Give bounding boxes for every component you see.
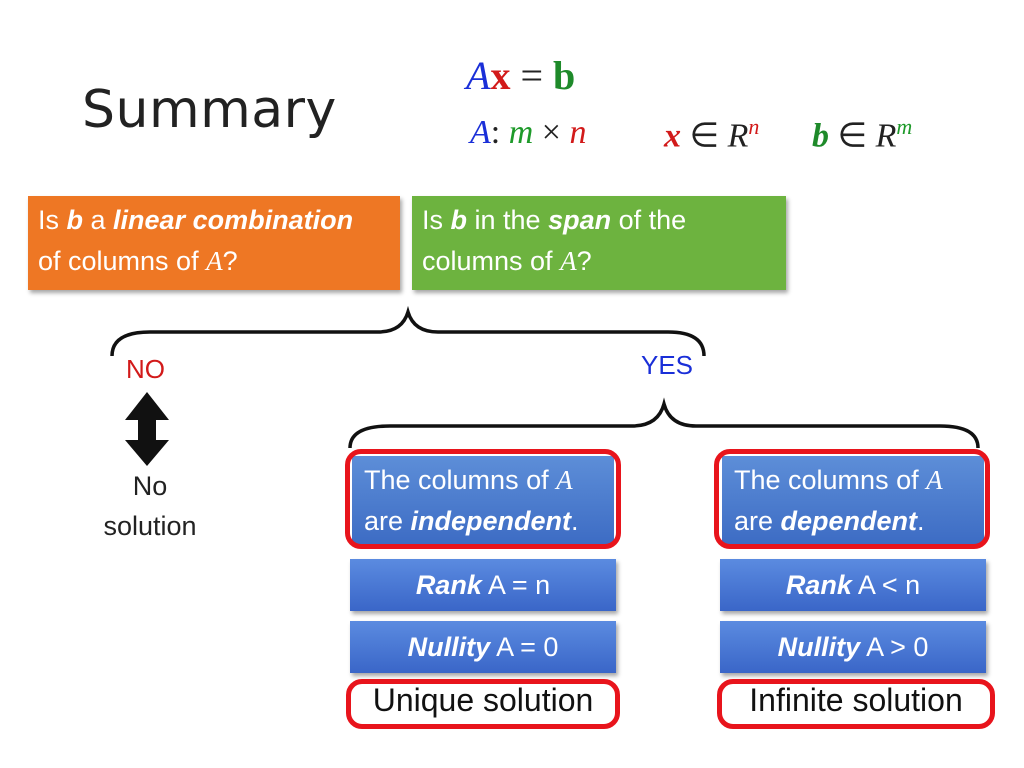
indep-line1: The columns of A xyxy=(364,460,602,501)
dimension-statement: A: m × n xyxy=(470,114,586,152)
dims-m: m xyxy=(508,114,534,151)
span-text4: columns of xyxy=(422,246,561,276)
dep-line2: are dependent. xyxy=(734,501,972,542)
infinite-solution-label: Infinite solution xyxy=(749,682,963,718)
nullity-left-emph: Nullity xyxy=(407,632,491,662)
indep-emph: independent xyxy=(410,506,572,536)
lin-text2: a xyxy=(83,205,114,235)
dep-end: . xyxy=(917,506,925,536)
span-line2: columns of A? xyxy=(422,241,776,282)
nullity-right-rest: A > 0 xyxy=(860,632,929,662)
rank-right-bar: Rank A < n xyxy=(720,559,986,611)
dep-A: A xyxy=(926,465,943,495)
rank-left-bar: Rank A = n xyxy=(350,559,616,611)
x-R: R xyxy=(727,117,749,155)
b-symbol: b xyxy=(812,117,829,155)
span-line1: Is b in the span of the xyxy=(422,200,776,241)
eq-equals: = xyxy=(520,53,543,98)
span-b: b xyxy=(450,205,468,235)
linear-combination-question: Is b a linear combination of columns of … xyxy=(28,196,400,290)
eq-b: b xyxy=(553,53,576,98)
no-solution-line1: No xyxy=(132,471,168,501)
span-text1: Is xyxy=(422,205,451,235)
dep-text1: The columns of xyxy=(734,465,927,495)
no-solution-line2: solution xyxy=(103,511,197,541)
dep-line1: The columns of A xyxy=(734,460,972,501)
top-curly-brace xyxy=(110,305,706,357)
span-question: Is b in the span of the columns of A? xyxy=(412,196,786,290)
lin-end: ? xyxy=(222,246,238,276)
indep-text2: are xyxy=(364,506,411,536)
eq-A: A xyxy=(466,53,491,98)
eq-x: x xyxy=(490,53,511,98)
b-exp: m xyxy=(896,114,913,139)
main-equation: Ax = b xyxy=(466,52,575,99)
lin-emph: linear combination xyxy=(113,205,354,235)
b-in: ∈ xyxy=(837,117,868,155)
span-text3: of the xyxy=(611,205,687,235)
x-domain: x ∈ Rn xyxy=(664,114,759,155)
indep-text1: The columns of xyxy=(364,465,557,495)
span-end: ? xyxy=(576,246,592,276)
indep-A: A xyxy=(556,465,573,495)
lin-text3: of columns of xyxy=(38,246,207,276)
nullity-left-rest: A = 0 xyxy=(490,632,559,662)
page-title: Summary xyxy=(82,80,337,140)
lin-line1: Is b a linear combination xyxy=(38,200,390,241)
rank-left-rest: A = n xyxy=(481,570,551,600)
x-symbol: x xyxy=(664,117,681,155)
lin-A: A xyxy=(206,246,223,276)
indep-end: . xyxy=(571,506,579,536)
lin-b: b xyxy=(66,205,84,235)
dependent-box: The columns of A are dependent. xyxy=(722,456,984,544)
no-solution-text: No solution xyxy=(90,466,210,546)
lower-curly-brace xyxy=(348,397,980,449)
independent-highlight xyxy=(345,449,621,549)
rank-right-emph: Rank xyxy=(785,570,852,600)
span-text2: in the xyxy=(467,205,549,235)
indep-line2: are independent. xyxy=(364,501,602,542)
dims-A: A xyxy=(470,114,491,151)
nullity-right-emph: Nullity xyxy=(777,632,861,662)
dep-emph: dependent xyxy=(780,506,918,536)
unique-solution-frame xyxy=(346,679,620,729)
span-emph: span xyxy=(548,205,612,235)
rank-right-rest: A < n xyxy=(851,570,921,600)
x-in: ∈ xyxy=(689,117,720,155)
infinite-solution-frame xyxy=(717,679,995,729)
dims-colon: : xyxy=(490,114,501,151)
x-exp: n xyxy=(748,114,760,139)
rank-left-emph: Rank xyxy=(415,570,482,600)
no-label: NO xyxy=(126,354,165,384)
b-domain: b ∈ Rm xyxy=(812,114,912,155)
double-arrow-icon xyxy=(125,392,169,466)
dims-n: n xyxy=(569,114,587,151)
dependent-highlight xyxy=(714,449,990,549)
dep-text2: are xyxy=(734,506,781,536)
nullity-right-bar: Nullity A > 0 xyxy=(720,621,986,673)
lin-text1: Is xyxy=(38,205,67,235)
nullity-left-bar: Nullity A = 0 xyxy=(350,621,616,673)
b-R: R xyxy=(875,117,897,155)
yes-label: YES xyxy=(641,350,694,380)
lin-line2: of columns of A? xyxy=(38,241,390,282)
unique-solution-label: Unique solution xyxy=(372,682,594,718)
independent-box: The columns of A are independent. xyxy=(352,456,614,544)
span-A: A xyxy=(560,246,577,276)
dims-times: × xyxy=(541,114,561,151)
